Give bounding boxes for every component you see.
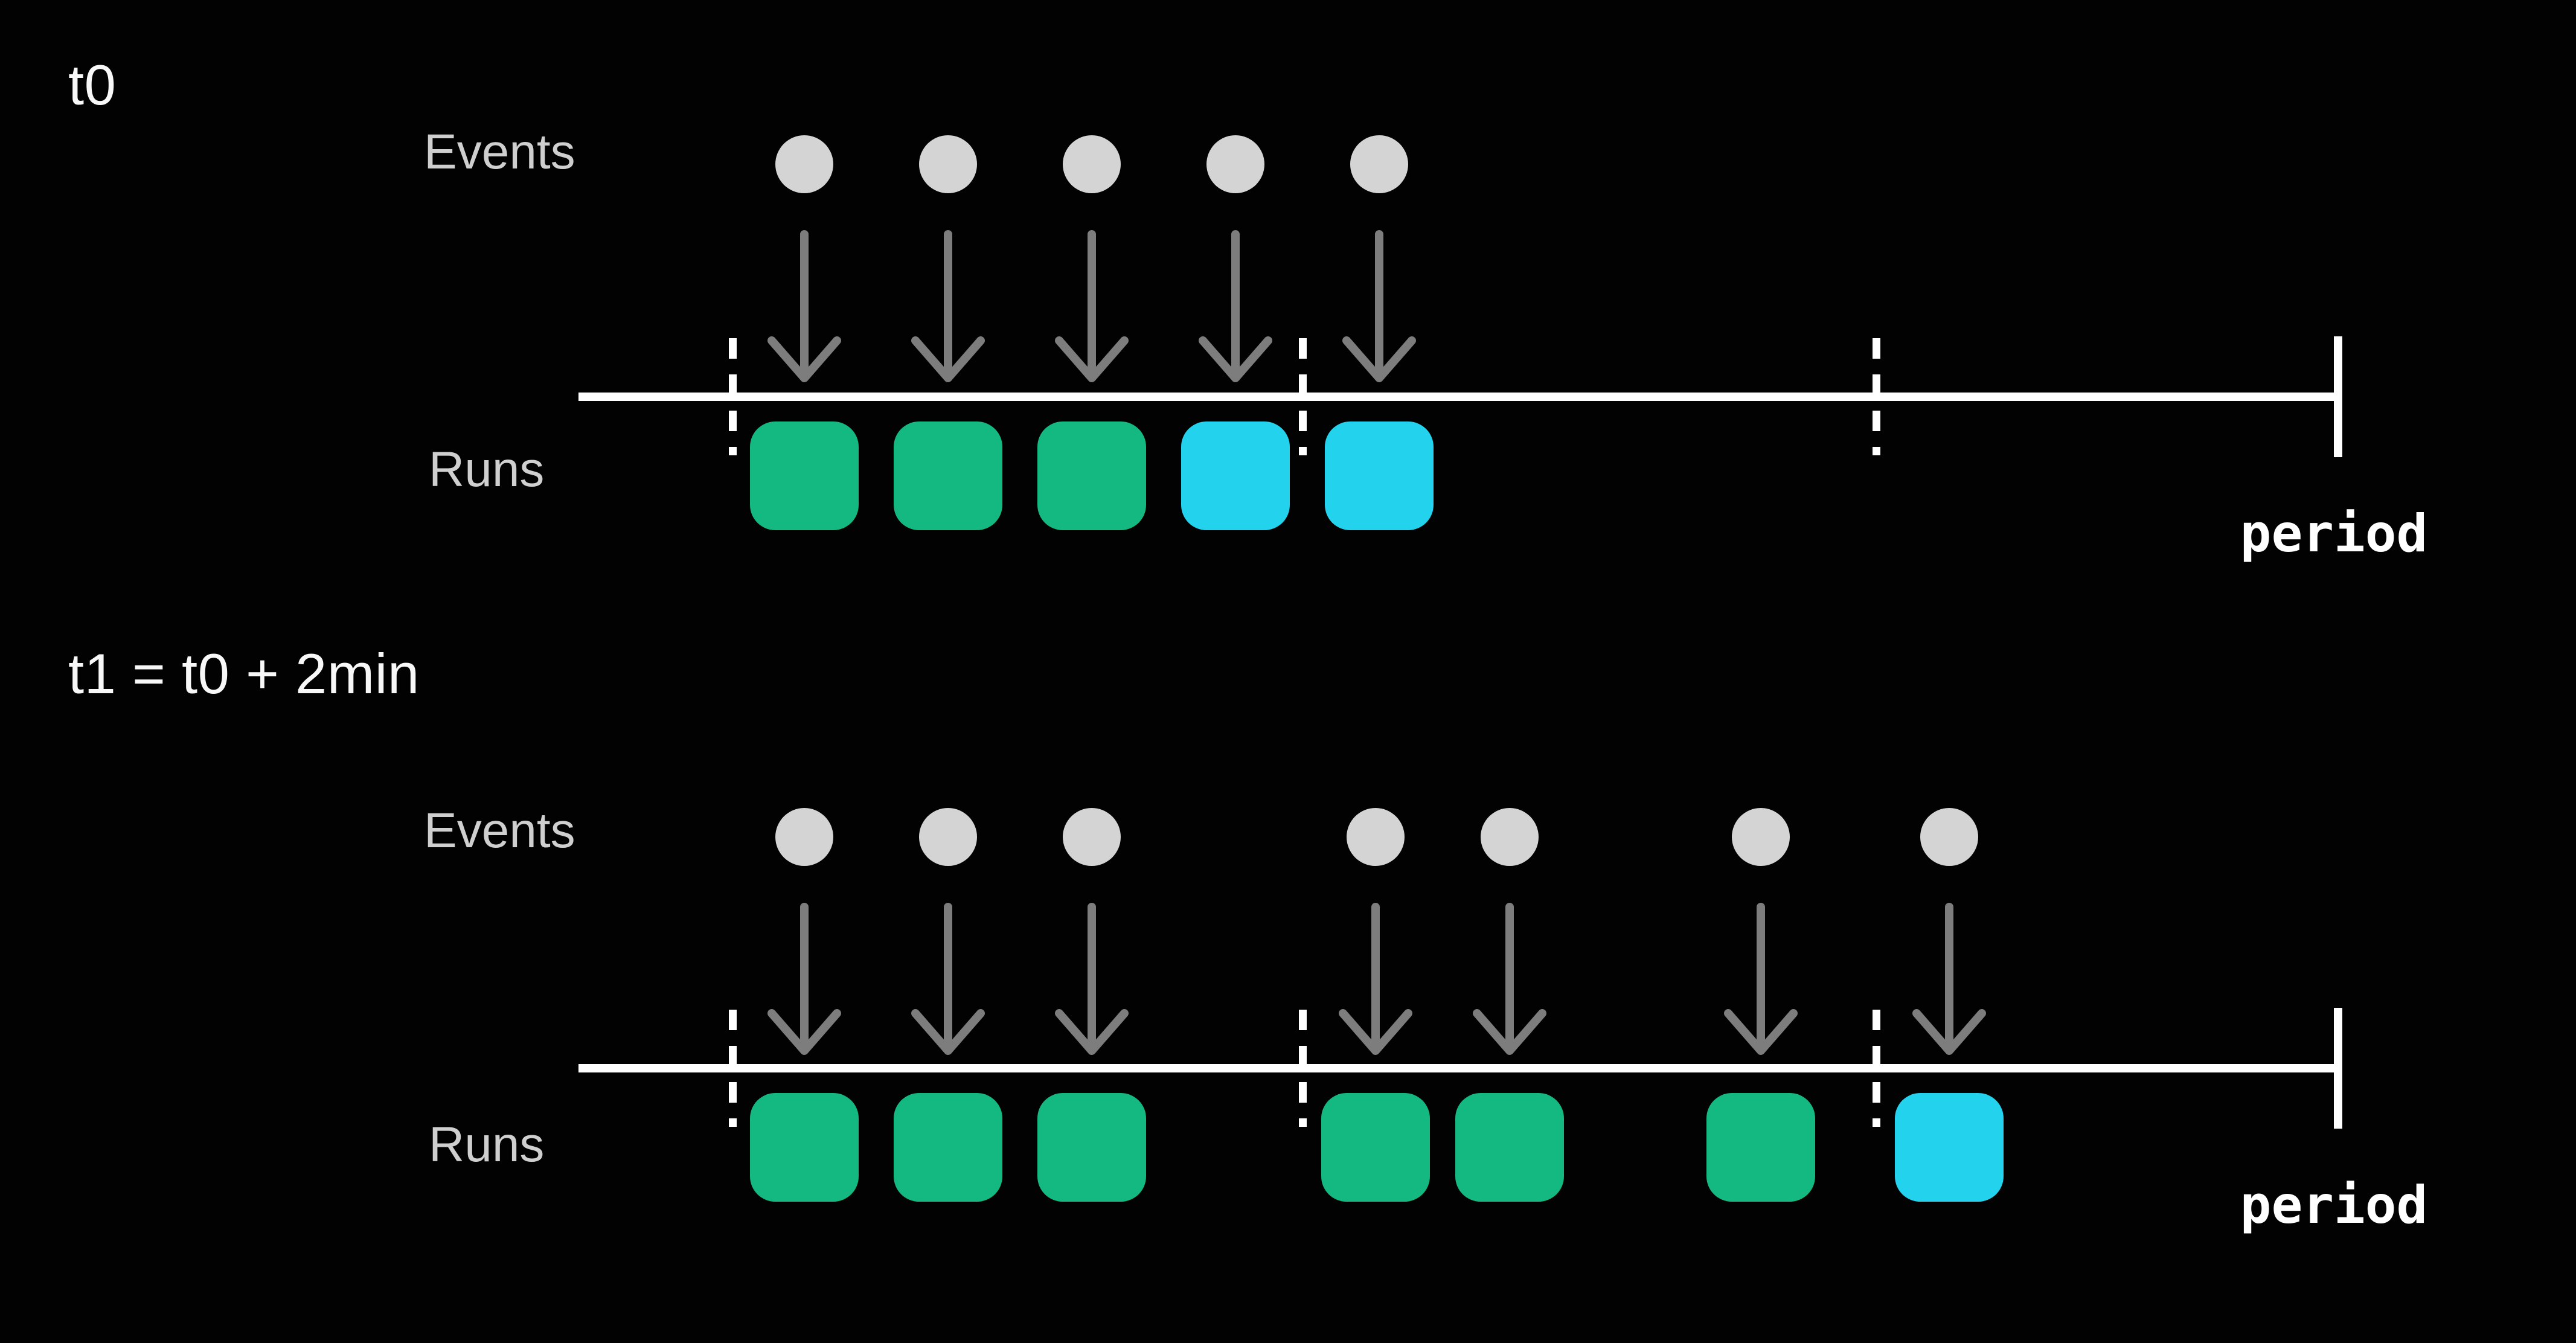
event-dot <box>1350 135 1408 193</box>
time-offset-label: t1 = t0 + 2min <box>68 642 420 705</box>
run-square <box>1455 1093 1564 1202</box>
event-dot <box>1347 808 1405 866</box>
runs-axis-label: Runs <box>429 1117 545 1172</box>
timeline-end-cap <box>2334 1008 2342 1129</box>
events-axis-label: Events <box>424 803 575 858</box>
event-arrow-icon <box>767 230 841 382</box>
event-arrow-icon <box>767 903 841 1055</box>
time-offset-label: t0 <box>68 53 117 117</box>
runs-axis-label: Runs <box>429 442 545 497</box>
events-axis-label: Events <box>424 124 575 179</box>
run-square <box>1037 421 1146 530</box>
run-square <box>894 421 1002 530</box>
run-square <box>1181 421 1290 530</box>
event-dot <box>1206 135 1264 193</box>
event-arrow-icon <box>911 230 985 382</box>
event-arrow-icon <box>1724 903 1798 1055</box>
run-square <box>1895 1093 2004 1202</box>
run-square <box>750 1093 859 1202</box>
event-dot <box>1920 808 1978 866</box>
run-square <box>1037 1093 1146 1202</box>
run-square <box>894 1093 1002 1202</box>
event-dot <box>1481 808 1539 866</box>
run-square <box>1325 421 1434 530</box>
period-label: period <box>2240 1175 2428 1236</box>
event-dot <box>919 135 977 193</box>
event-dot <box>775 135 833 193</box>
run-square <box>1321 1093 1430 1202</box>
event-arrow-icon <box>911 903 985 1055</box>
event-dot <box>775 808 833 866</box>
event-arrow-icon <box>1055 230 1129 382</box>
timeline-line <box>578 1064 2338 1072</box>
event-arrow-icon <box>1342 230 1416 382</box>
event-dot <box>1063 808 1121 866</box>
event-arrow-icon <box>1473 903 1546 1055</box>
period-label: period <box>2240 504 2428 564</box>
event-arrow-icon <box>1199 230 1272 382</box>
timeline-line <box>578 393 2338 401</box>
event-dot <box>919 808 977 866</box>
timeline-end-cap <box>2334 336 2342 457</box>
run-square <box>750 421 859 530</box>
run-square <box>1706 1093 1815 1202</box>
event-arrow-icon <box>1339 903 1412 1055</box>
event-dot <box>1063 135 1121 193</box>
event-arrow-icon <box>1055 903 1129 1055</box>
event-arrow-icon <box>1912 903 1986 1055</box>
event-dot <box>1732 808 1790 866</box>
